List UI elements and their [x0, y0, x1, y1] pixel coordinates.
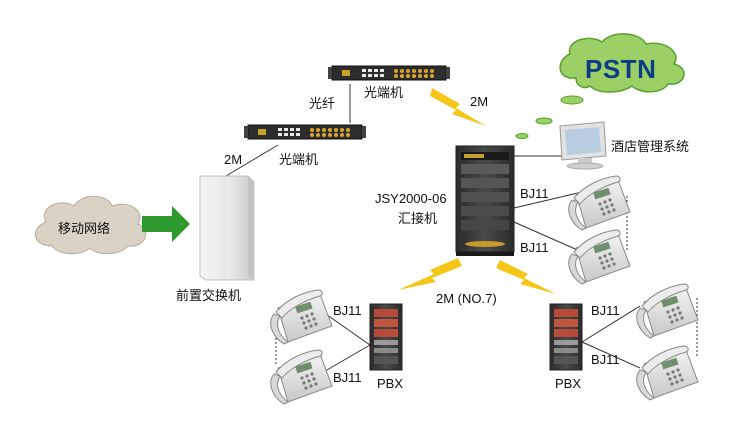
telephone-icon [270, 349, 333, 405]
link-2m-lightning-label: 2M [470, 94, 489, 109]
pstn-cloud-icon [515, 33, 685, 139]
pbx-cabinet-icon [549, 303, 583, 371]
telephone-icon [270, 289, 333, 345]
lightning-icon [430, 88, 486, 126]
monitor-icon [559, 121, 607, 170]
telephone-icon [636, 345, 699, 401]
hotel-system-label: 酒店管理系统 [611, 139, 690, 154]
lightning-icon [496, 260, 556, 294]
mobile-network-label: 移动网络 [58, 221, 111, 236]
bj11-label: BJ11 [591, 352, 620, 367]
mobile-network-cloud-icon [35, 195, 147, 255]
arrow-right-icon [142, 206, 190, 242]
bj11-label: BJ11 [591, 303, 620, 318]
fiber-label: 光纤 [309, 96, 336, 111]
optical-1-label: 光端机 [279, 152, 319, 167]
pstn-label: PSTN [585, 54, 657, 84]
front-switch-label: 前置交换机 [176, 288, 242, 303]
pbx-left-label: PBX [377, 376, 404, 391]
bj11-label: BJ11 [520, 240, 549, 255]
link-2m-no7-label: 2M (NO.7) [436, 291, 497, 306]
lightning-icon [398, 258, 462, 290]
optical-2-label: 光端机 [364, 85, 404, 100]
telephone-icon [636, 283, 699, 339]
link-2m-front-label: 2M [224, 152, 243, 167]
optical-transceiver-icon [243, 124, 367, 140]
bj11-label: BJ11 [333, 303, 362, 318]
pbx-right-label: PBX [555, 376, 582, 391]
rack-server-icon [455, 145, 515, 256]
telephone-icon [568, 229, 631, 285]
front-switch-icon [199, 175, 255, 281]
jsy-model-label: JSY2000-06 [375, 191, 447, 206]
jsy-name-label: 汇接机 [398, 211, 438, 226]
bj11-label: BJ11 [520, 186, 549, 201]
bj11-label: BJ11 [333, 370, 362, 385]
telephone-icon [568, 175, 631, 231]
pbx-cabinet-icon [369, 303, 403, 371]
optical-transceiver-icon [327, 65, 451, 81]
